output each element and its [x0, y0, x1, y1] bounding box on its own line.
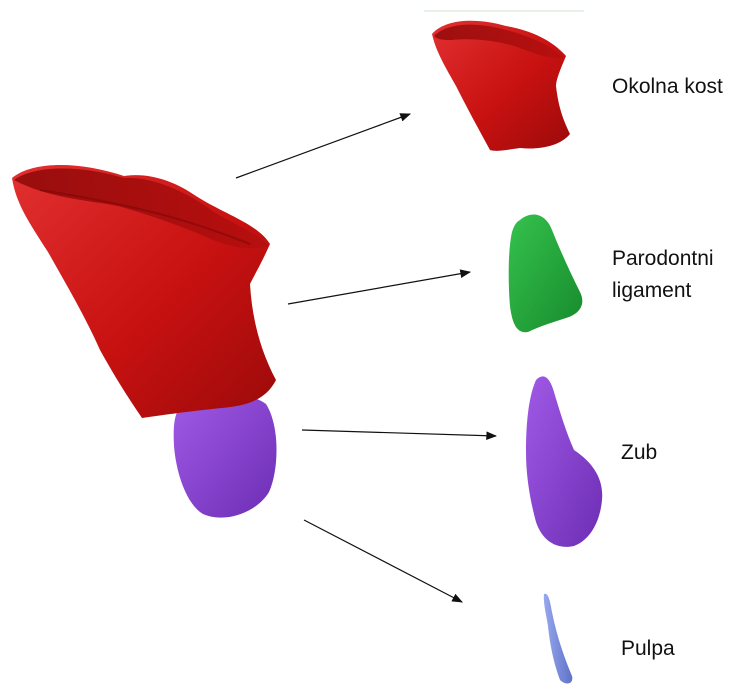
label-ligament-line1: Parodontni: [612, 243, 714, 274]
tooth-shape: [526, 376, 602, 546]
ligament-shape: [509, 215, 583, 333]
arrows: [236, 114, 496, 602]
arrow-to-pulp: [304, 520, 462, 602]
label-pulp: Pulpa: [621, 633, 675, 664]
bone-part: [432, 21, 570, 151]
label-ligament-line2: ligament: [612, 275, 691, 306]
pulp-shape: [544, 594, 573, 684]
assembled-model: [12, 165, 277, 518]
assembled-tooth: [174, 395, 277, 517]
arrow-to-ligament: [288, 272, 470, 304]
arrow-to-bone: [236, 114, 410, 178]
label-bone: Okolna kost: [612, 71, 723, 102]
label-tooth: Zub: [621, 437, 657, 468]
arrow-to-tooth: [302, 430, 496, 436]
